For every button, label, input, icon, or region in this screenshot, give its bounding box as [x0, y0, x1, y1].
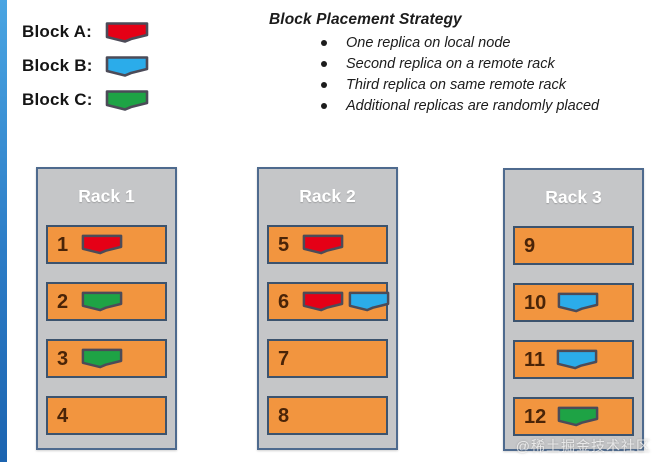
datanode: 7	[267, 339, 388, 378]
strategy-bullet: One replica on local node	[319, 35, 654, 51]
datanode: 2	[46, 282, 167, 321]
strategy-bullet: Second replica on a remote rack	[319, 56, 654, 72]
datanode: 11	[513, 340, 634, 379]
datanode: 5	[267, 225, 388, 264]
node-number: 10	[524, 291, 547, 314]
datanode: 1	[46, 225, 167, 264]
datanode: 4	[46, 396, 167, 435]
node-number: 6	[278, 290, 290, 313]
block-c-icon	[105, 89, 149, 111]
strategy-bullet: Third replica on same remote rack	[319, 77, 654, 93]
node-number: 4	[57, 404, 69, 427]
legend-row: Block A:	[22, 15, 149, 49]
strategy-title: Block Placement Strategy	[269, 11, 462, 28]
node-blocks	[557, 406, 599, 427]
node-number: 8	[278, 404, 290, 427]
node-blocks	[302, 291, 390, 312]
block-a-icon	[105, 21, 149, 43]
node-number: 11	[524, 348, 546, 371]
watermark: @稀土掘金技术社区	[515, 438, 651, 454]
node-number: 9	[524, 234, 536, 257]
node-number: 1	[57, 233, 69, 256]
rack-title: Rack 1	[78, 186, 135, 206]
node-number: 7	[278, 347, 290, 370]
node-number: 2	[57, 290, 69, 313]
rack-title: Rack 2	[299, 186, 356, 206]
legend-row: Block C:	[22, 83, 149, 117]
block-b-icon	[557, 292, 599, 313]
block-a-icon	[81, 234, 123, 255]
block-b-icon	[348, 291, 390, 312]
node-blocks	[81, 234, 123, 255]
strategy-bullet: Additional replicas are randomly placed	[319, 98, 654, 114]
datanode: 8	[267, 396, 388, 435]
node-blocks	[557, 292, 599, 313]
node-blocks	[81, 348, 123, 369]
rack: Rack 2 5 6 7 8	[257, 167, 398, 450]
datanode: 10	[513, 283, 634, 322]
rack-title: Rack 3	[545, 187, 602, 207]
block-a-icon	[302, 234, 344, 255]
placement-strategy-panel: Block Placement Strategy One replica on …	[269, 11, 654, 119]
node-blocks	[556, 349, 598, 370]
datanode: 3	[46, 339, 167, 378]
rack-nodes: 1 2 3 4	[38, 210, 175, 435]
rack: Rack 1 1 2 3 4	[36, 167, 177, 450]
node-blocks	[81, 291, 123, 312]
block-legend: Block A: Block B: Block C:	[22, 15, 149, 117]
legend-label: Block B:	[22, 56, 93, 75]
node-number: 12	[524, 405, 547, 428]
block-b-icon	[556, 349, 598, 370]
block-c-icon	[81, 348, 123, 369]
legend-label: Block A:	[22, 22, 92, 41]
node-number: 3	[57, 347, 69, 370]
node-blocks	[302, 234, 344, 255]
block-c-icon	[557, 406, 599, 427]
rack-nodes: 5 6 7 8	[259, 210, 396, 435]
rack-nodes: 9 10 11 12	[505, 211, 642, 436]
node-number: 5	[278, 233, 290, 256]
block-a-icon	[302, 291, 344, 312]
block-c-icon	[81, 291, 123, 312]
left-edge-stripe	[0, 0, 7, 462]
datanode: 6	[267, 282, 390, 321]
rack: Rack 3 9 10 11 12	[503, 168, 644, 451]
legend-row: Block B:	[22, 49, 149, 83]
legend-label: Block C:	[22, 90, 93, 109]
datanode: 9	[513, 226, 634, 265]
block-b-icon	[105, 55, 149, 77]
datanode: 12	[513, 397, 634, 436]
